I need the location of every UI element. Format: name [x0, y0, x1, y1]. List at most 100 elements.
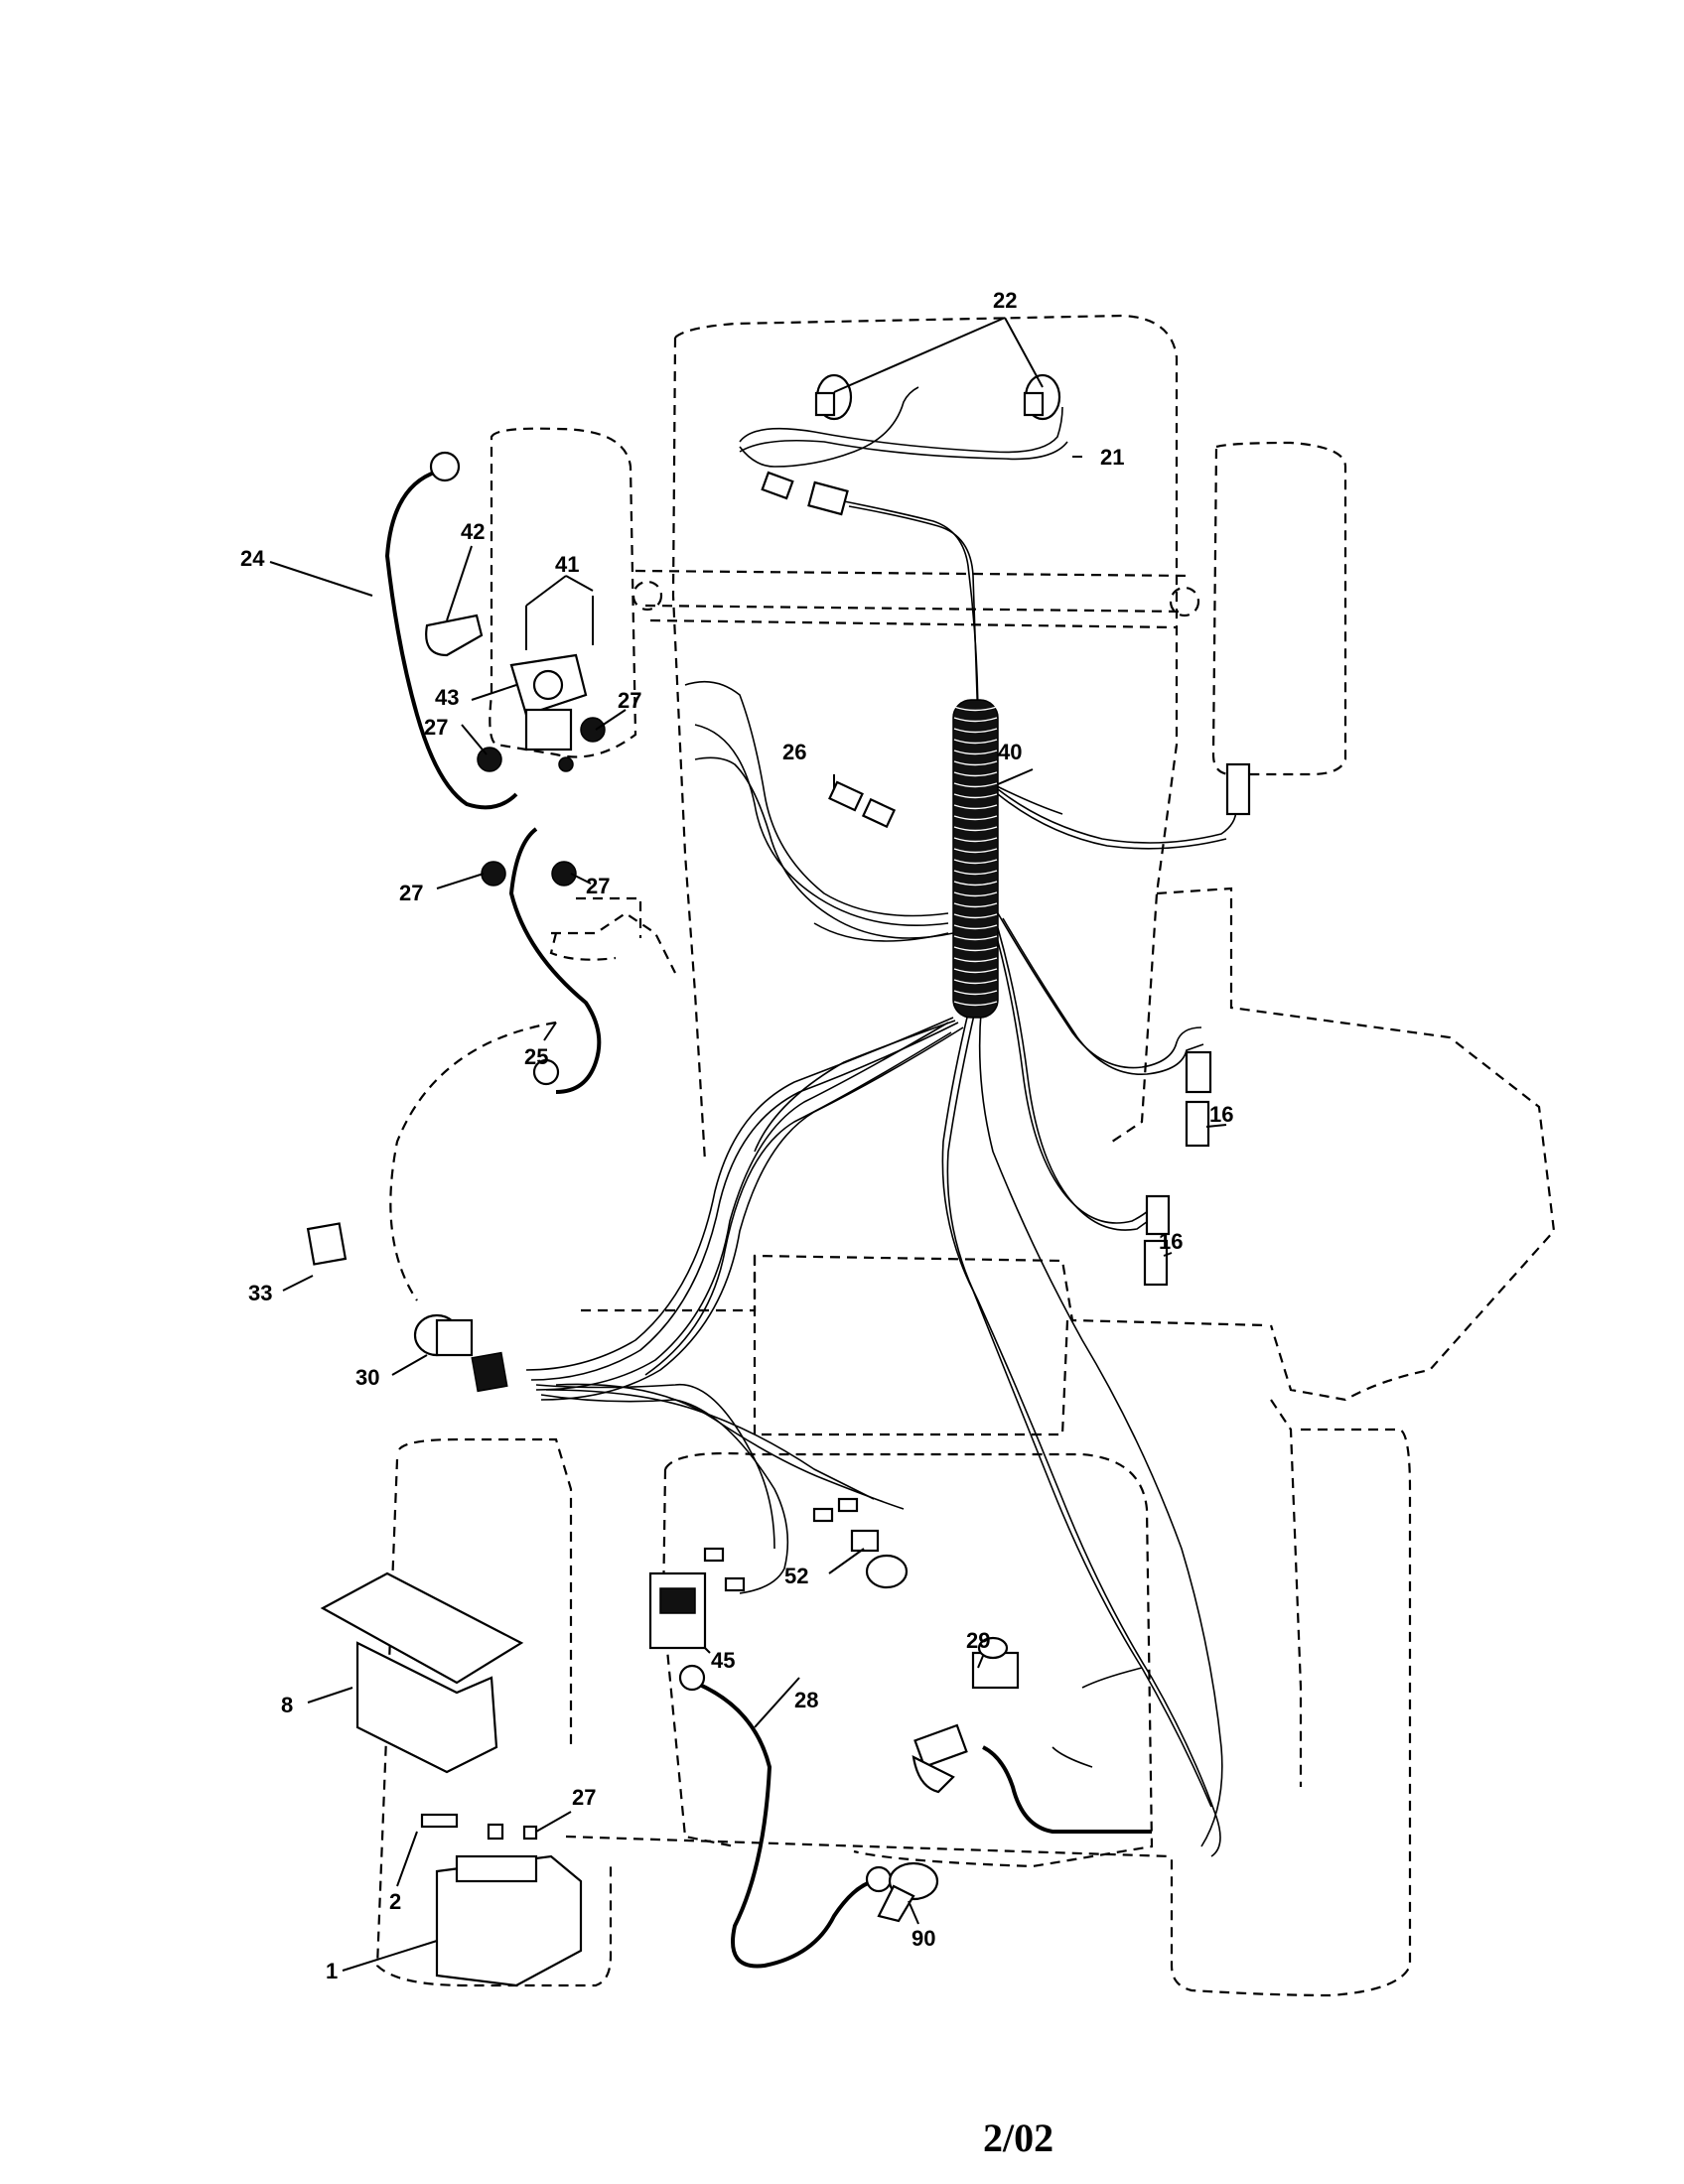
callout-24: 24	[240, 546, 265, 571]
coil-ring	[953, 728, 998, 734]
ground-cable-28	[694, 1681, 875, 1969]
hex-nut	[477, 747, 502, 772]
coil-ring	[953, 859, 998, 865]
connector	[1225, 762, 1251, 816]
coil-ring	[953, 979, 998, 985]
hex-nut	[481, 861, 506, 887]
ring-terminal	[678, 1664, 706, 1692]
coil-ring	[953, 848, 998, 854]
coil-cord	[982, 1745, 1152, 1834]
coil-ring	[953, 793, 998, 799]
coil-ring	[953, 881, 998, 887]
callout-27-left: 27	[424, 715, 448, 740]
interlock-switch	[1185, 1100, 1210, 1148]
callout-29: 29	[966, 1628, 990, 1653]
wire-terminal	[724, 1576, 746, 1592]
callout-42: 42	[461, 519, 485, 544]
callout-16-lower: 16	[1159, 1229, 1183, 1254]
callout-22: 22	[993, 288, 1017, 313]
headlight-bulbs	[814, 373, 1061, 421]
hex-nut	[580, 717, 606, 743]
callout-26: 26	[782, 740, 806, 764]
coil-ring	[953, 935, 998, 941]
coil-ring	[953, 924, 998, 930]
wire-terminal	[837, 1497, 859, 1513]
terminal-bolt	[420, 1813, 459, 1829]
callout-2: 2	[389, 1889, 401, 1914]
terminal-clamp	[487, 1823, 504, 1841]
callout-1: 1	[326, 1959, 338, 1983]
coil-ring	[953, 957, 998, 963]
ring-terminal	[429, 451, 461, 482]
callout-52: 52	[784, 1564, 808, 1588]
callout-16-upper: 16	[1209, 1102, 1233, 1127]
coil-ring	[953, 968, 998, 974]
bulb	[850, 1529, 909, 1589]
coil-ring	[953, 804, 998, 810]
seat-switch	[912, 1636, 1020, 1794]
connector	[828, 780, 864, 812]
callout-27-lower-right: 27	[586, 874, 610, 898]
coil-ring	[953, 891, 998, 897]
callout-27-right: 27	[618, 688, 641, 713]
wire-loom-coil	[952, 699, 999, 1019]
connector	[1185, 1050, 1212, 1094]
coil-ring	[953, 717, 998, 723]
callout-25: 25	[524, 1044, 548, 1069]
coil-ring	[953, 815, 998, 821]
callout-41: 41	[555, 552, 579, 577]
coil-ring	[953, 990, 998, 996]
tractor-frame-outline	[375, 314, 1556, 1997]
ground-cable-24	[384, 470, 518, 810]
callout-8: 8	[281, 1693, 293, 1717]
ring-terminal	[532, 1058, 560, 1086]
callout-28: 28	[794, 1688, 818, 1712]
battery-box	[320, 1571, 524, 1774]
callout-labels: 22 21 24 42 41 43 27 27 27 27 26 40 25 1…	[240, 288, 1233, 1983]
battery-cable-25	[508, 827, 602, 1094]
coil-ring	[953, 1001, 998, 1007]
mounting-screw	[525, 596, 594, 650]
coil-ring	[953, 870, 998, 876]
ignition-key	[306, 1222, 348, 1266]
harness-plug	[761, 471, 794, 500]
callout-leaders	[269, 317, 1227, 1972]
coil-ring	[953, 750, 998, 755]
interlock-switch	[1143, 1239, 1169, 1287]
connector	[1145, 1194, 1171, 1236]
revision-date: 2/02	[983, 2116, 1053, 2160]
coil-ring	[953, 771, 998, 777]
wire-terminal	[703, 1547, 725, 1563]
hex-nut	[522, 1825, 538, 1841]
starter-solenoid	[509, 653, 588, 772]
callout-27-battery: 27	[572, 1785, 596, 1810]
ignition-switch	[413, 1313, 508, 1393]
connector	[861, 797, 897, 829]
fuse-holder	[648, 1571, 707, 1650]
coil-ring	[953, 782, 998, 788]
terminal-boot	[877, 1861, 939, 1923]
battery	[435, 1854, 583, 1987]
callout-45: 45	[711, 1648, 735, 1673]
coil-ring	[953, 760, 998, 766]
harness-plug	[807, 480, 849, 516]
callout-90: 90	[912, 1926, 935, 1951]
coil-ring	[953, 837, 998, 843]
callout-21: 21	[1100, 445, 1124, 470]
coil-ring	[953, 739, 998, 745]
callout-27-lower-left: 27	[399, 881, 423, 905]
terminal-boot	[425, 614, 484, 657]
callout-43: 43	[435, 685, 459, 710]
callout-30: 30	[355, 1365, 379, 1390]
harness-wires	[525, 386, 1237, 1857]
coil-ring	[953, 706, 998, 712]
coil-ring	[953, 902, 998, 908]
coil-ring	[953, 946, 998, 952]
coil-ring	[953, 913, 998, 919]
wire-terminal	[812, 1507, 834, 1523]
callout-33: 33	[248, 1281, 272, 1305]
callout-40: 40	[998, 740, 1022, 764]
ring-terminal	[865, 1865, 893, 1893]
hex-nut	[551, 861, 577, 887]
